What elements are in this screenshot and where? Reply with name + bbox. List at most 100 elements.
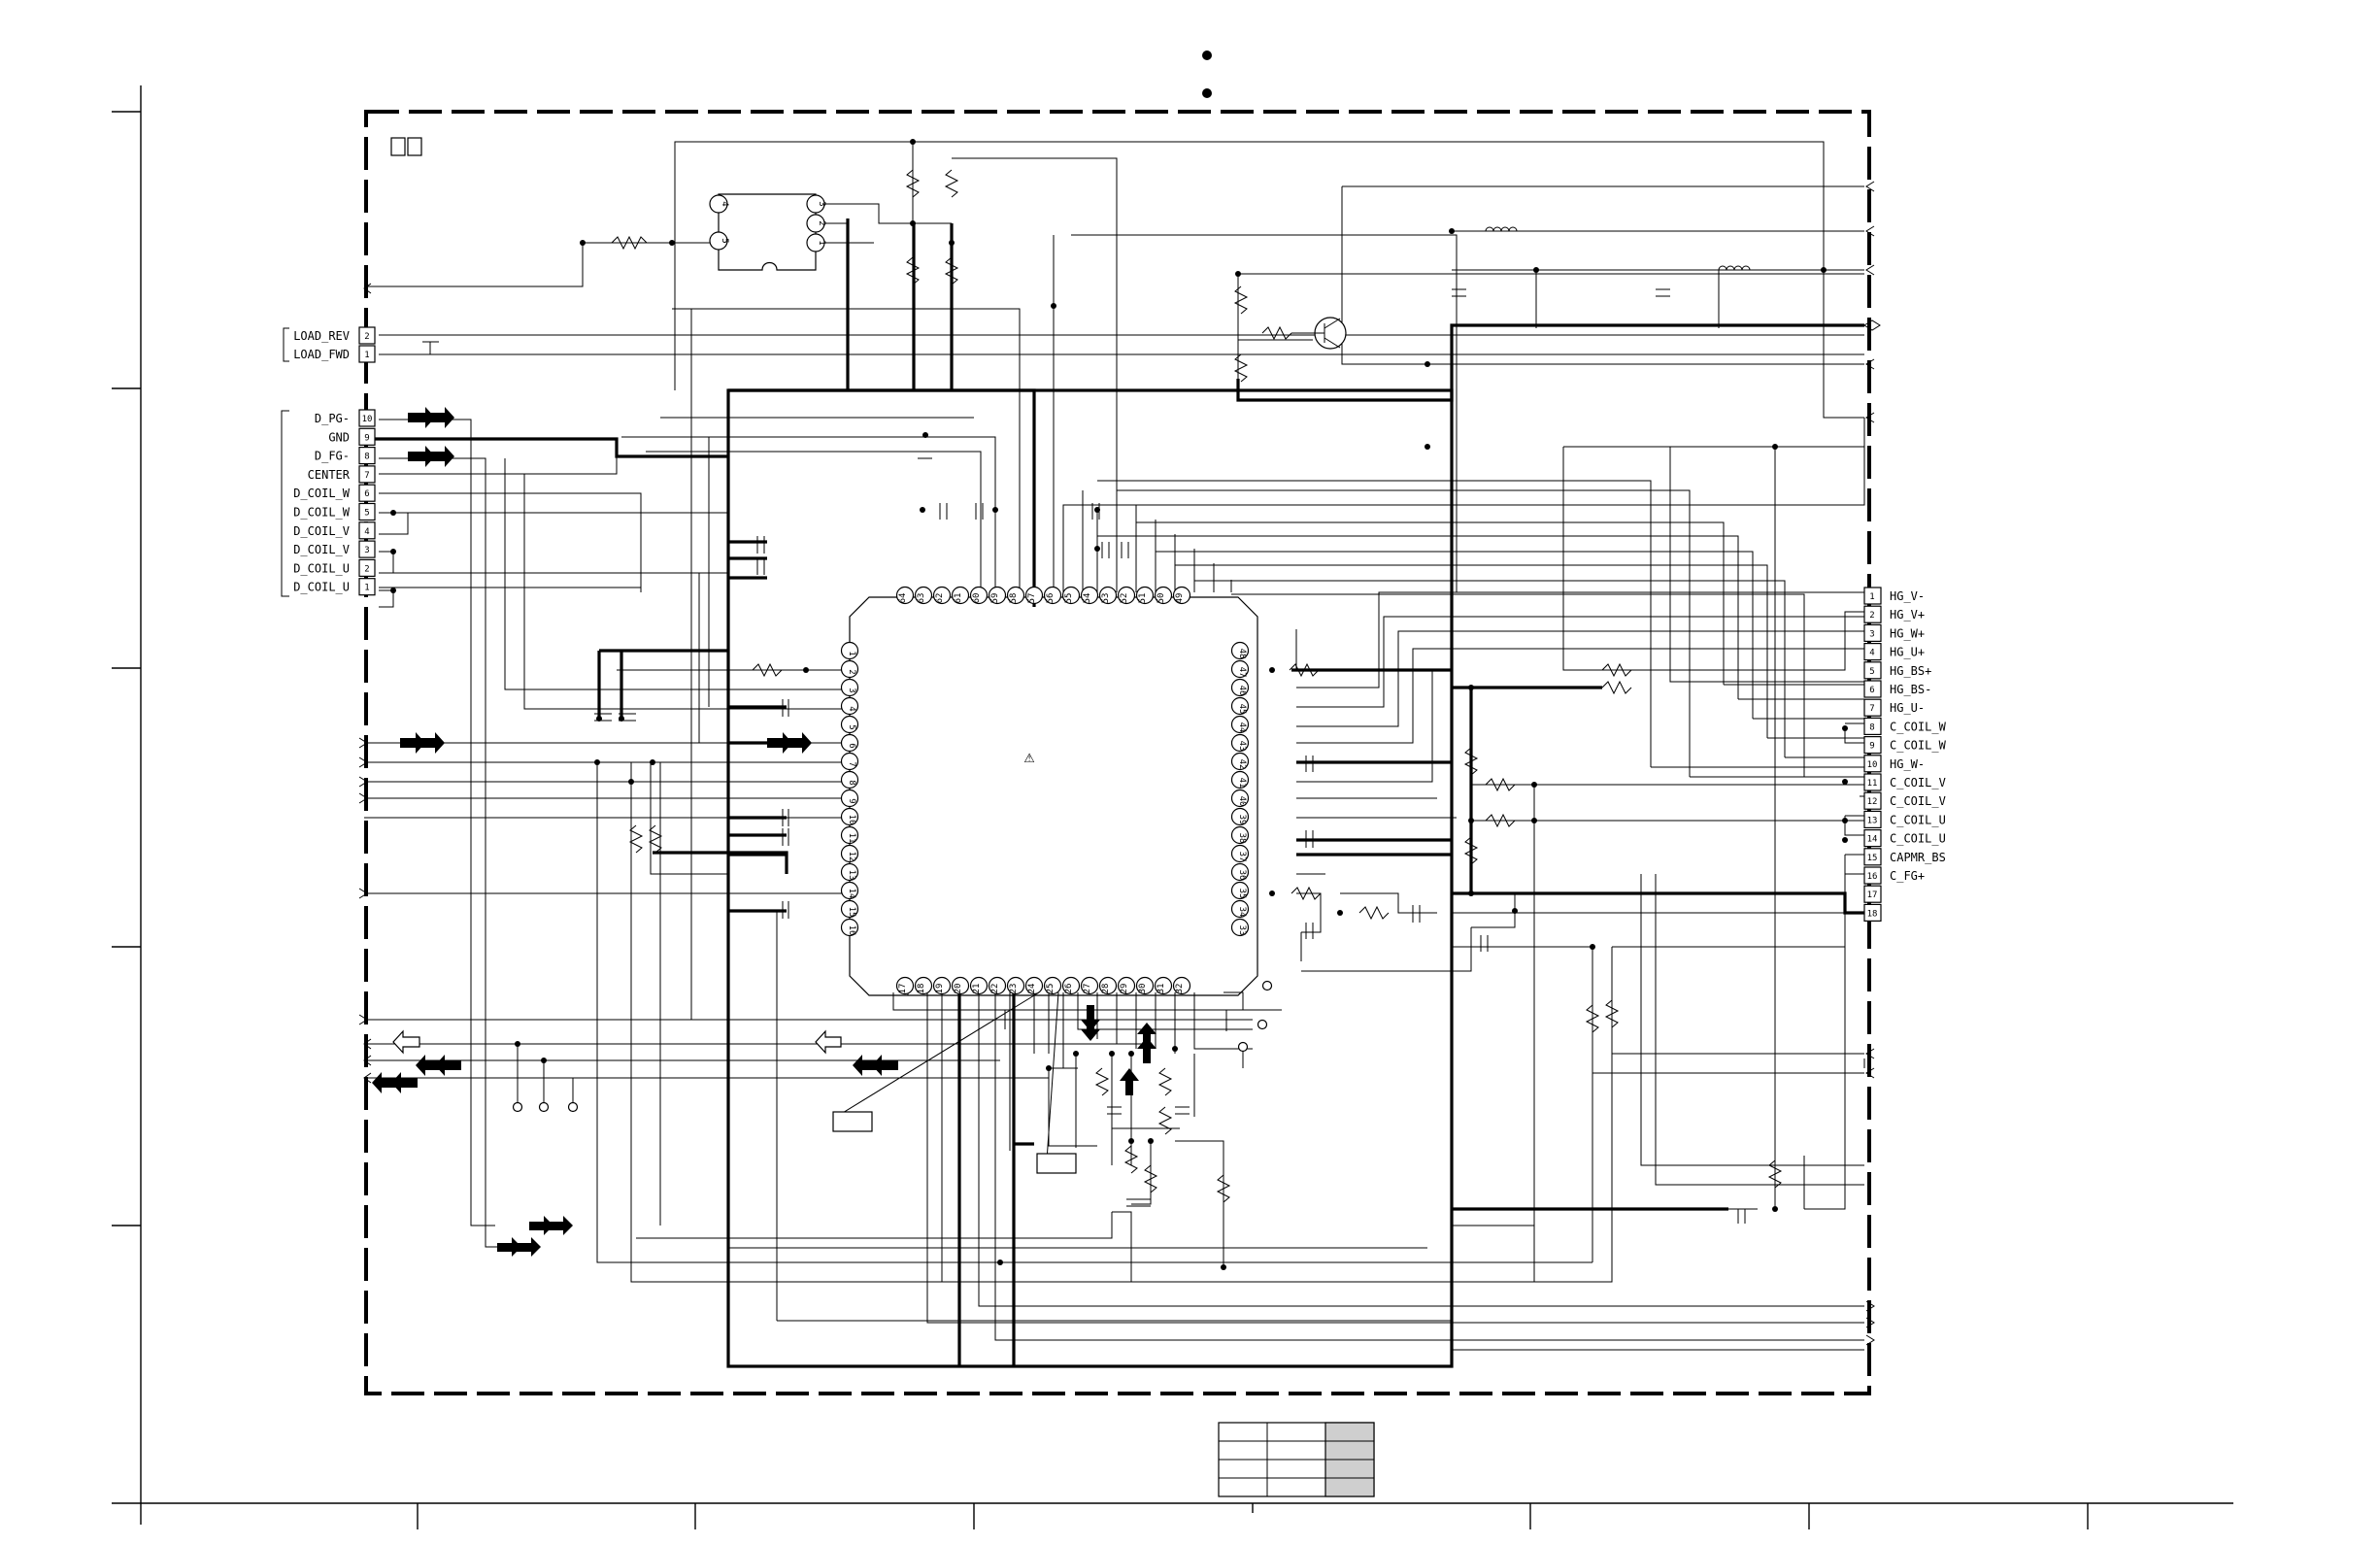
connector-pin: 1 [364, 351, 369, 360]
ic-pin-label: 8 [847, 780, 856, 785]
connector-pin: 3 [364, 546, 369, 555]
edge-chevrons-right [1863, 181, 1881, 1346]
sensor-pin-label: 1 [817, 240, 826, 245]
connector-pin: 9 [364, 433, 369, 443]
ic-pin-label: 58 [1009, 593, 1019, 604]
connector-pin: 3 [1869, 629, 1874, 639]
connector-pin-box [358, 465, 376, 484]
connector-pin: 14 [1867, 835, 1878, 845]
ic-pin [895, 976, 915, 995]
main-ic: ⚠ 12345678910111213141516484746454443424… [840, 586, 1258, 996]
ic-pin-label: 26 [1064, 984, 1074, 994]
page-frame [112, 85, 2233, 1529]
ic-pin [1230, 733, 1250, 753]
connector-label: C_COIL_U [1890, 813, 1946, 826]
top-dot [1202, 50, 1212, 60]
ic-pin [840, 881, 859, 900]
left-connector-load: LOAD_REV LOAD_FWD 2 1 [283, 326, 376, 363]
ic-pin-label: 63 [917, 593, 926, 604]
connector-pin-box [1863, 791, 1882, 810]
connector-label: C_COIL_V [1890, 776, 1946, 789]
ic-pin-label: 31 [1156, 984, 1166, 994]
connector-pin: 2 [1869, 611, 1874, 621]
ic-pin [840, 862, 859, 882]
connector-pin-box [358, 578, 376, 596]
ic-pin [1230, 641, 1250, 660]
connector-label: LOAD_REV [293, 329, 350, 343]
junctions [390, 139, 1848, 1270]
connector-pin-box [1863, 735, 1882, 755]
connector-pin: 12 [1867, 797, 1878, 807]
ic-pin-label: 17 [898, 984, 908, 994]
ic-pin [840, 899, 859, 919]
ic-pin-label: 5 [847, 724, 856, 729]
resistors [611, 169, 1783, 1203]
connector-label: D_COIL_W [293, 506, 351, 520]
connector-pin-box [1863, 587, 1882, 605]
ic-pin-label: 61 [954, 593, 963, 604]
connector-label: CAPMR_BS [1890, 851, 1946, 864]
warning-icon: ⚠ [1024, 747, 1035, 767]
ic-pin [1230, 752, 1250, 771]
connector-pin-box [1863, 642, 1882, 661]
ic-pin-label: 41 [1237, 778, 1247, 789]
ic-pin-label: 56 [1046, 593, 1056, 604]
ic-pin [1230, 678, 1250, 697]
connector-label: LOAD_FWD [293, 348, 350, 361]
revision-table [1218, 1422, 1375, 1497]
ic-pin [988, 976, 1007, 995]
ic-pin-label: 39 [1237, 815, 1247, 825]
ic-pin [895, 586, 915, 605]
ic-pin-label: 20 [954, 984, 963, 994]
connector-pin: 5 [364, 509, 369, 519]
connector-label: D_COIL_V [293, 524, 350, 538]
ic-pin [840, 678, 859, 697]
connector-pin-box [1863, 698, 1882, 717]
ic-pin [1230, 881, 1250, 900]
ic-pin-label: 29 [1120, 984, 1129, 994]
connector-pin: 1 [1869, 592, 1874, 602]
left-connector-drum: 10D_PG-9GND8D_FG-7CENTER6D_COIL_W5D_COIL… [281, 409, 376, 597]
connector-label: C_COIL_V [1890, 794, 1946, 808]
ic-pin-label: 3 [847, 688, 856, 692]
ic-pin [1230, 807, 1250, 826]
ic-pin [1172, 586, 1191, 605]
connector-pin-box [1863, 885, 1882, 903]
connector-label: C_FG+ [1890, 869, 1925, 883]
connector-pin: 1 [364, 584, 369, 593]
connector-label: C_COIL_W [1890, 720, 1947, 733]
board-outline [364, 110, 1871, 1395]
ic-pin [840, 733, 859, 753]
connector-pin: 2 [364, 564, 369, 574]
ic-pin [1024, 586, 1044, 605]
ic-pin [1172, 976, 1191, 995]
ic-pin [1080, 586, 1099, 605]
connector-pin: 9 [1869, 742, 1874, 752]
ic-pin [1230, 899, 1250, 919]
connector-pin-box [358, 427, 376, 446]
ic-pin-label: 59 [990, 593, 1000, 604]
ic-pin-label: 4 [847, 706, 856, 711]
ic-pin [1061, 586, 1081, 605]
ic-pin [951, 586, 970, 605]
ic-pin [1230, 918, 1250, 937]
connector-label: HG_V+ [1890, 608, 1925, 621]
ic-pin-label: 30 [1138, 984, 1148, 994]
ic-pin [1230, 715, 1250, 734]
connector-pin-box [358, 502, 376, 521]
ic-pin-label: 36 [1237, 870, 1247, 881]
connector-pin-box [1863, 903, 1882, 923]
ic-pin-label: 10 [847, 815, 856, 825]
connector-pin: 2 [364, 332, 369, 342]
ic-pin-label: 42 [1237, 759, 1247, 770]
connector-pin: 10 [1867, 760, 1878, 770]
ic-pin-label: 52 [1120, 593, 1129, 604]
sensor-pin-label: 2 [817, 220, 826, 225]
connector-pin: 8 [364, 453, 369, 462]
ic-pin [840, 770, 859, 789]
ic-pin-label: 24 [1027, 984, 1037, 994]
connector-pin-box [1863, 605, 1882, 623]
ic-pin [1154, 586, 1173, 605]
ic-pin-label: 51 [1138, 593, 1148, 604]
